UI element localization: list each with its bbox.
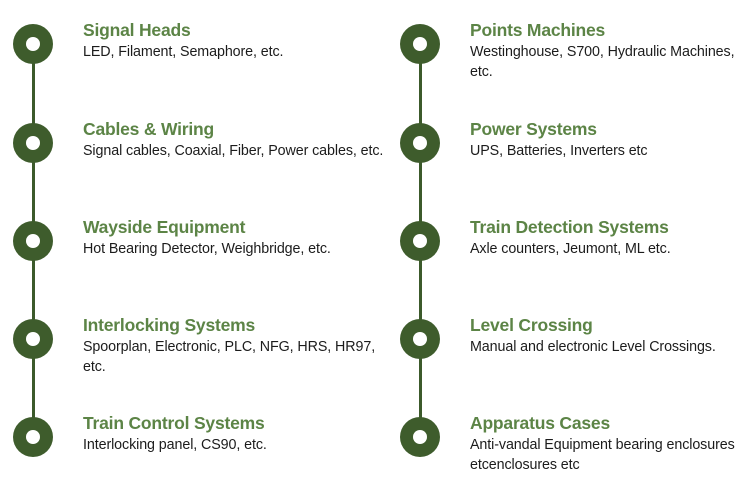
bullet-marker-icon xyxy=(13,417,53,457)
list-item-description: UPS, Batteries, Inverters etc xyxy=(470,143,648,159)
bullet-marker-hole xyxy=(26,234,40,248)
bullet-marker-icon xyxy=(13,319,53,359)
list-item-description: Axle counters, Jeumont, ML etc. xyxy=(470,241,671,257)
list-item-title: Train Control Systems xyxy=(83,413,265,433)
list-item-title: Train Detection Systems xyxy=(470,217,669,237)
bullet-marker-icon xyxy=(13,24,53,64)
left-column: Signal Heads LED, Filament, Semaphore, e… xyxy=(0,0,390,457)
list-item-text: Cables & Wiring Signal cables, Coaxial, … xyxy=(83,119,386,162)
bullet-marker-icon xyxy=(13,221,53,261)
list-item-description: Anti-vandal Equipment bearing enclosures… xyxy=(470,437,735,473)
list-item-text: Signal Heads LED, Filament, Semaphore, e… xyxy=(83,20,386,63)
list-item-text: Power Systems UPS, Batteries, Inverters … xyxy=(470,119,737,162)
list-item[interactable]: Apparatus Cases Anti-vandal Equipment be… xyxy=(387,393,741,491)
list-item-description: Spoorplan, Electronic, PLC, NFG, HRS, HR… xyxy=(83,339,376,375)
list-item-text: Level Crossing Manual and electronic Lev… xyxy=(470,315,737,358)
list-item-title: Apparatus Cases xyxy=(470,413,610,433)
list-item-description: Westinghouse, S700, Hydraulic Machines, … xyxy=(470,44,735,80)
list-item-title: Signal Heads xyxy=(83,20,191,40)
list-item-title: Power Systems xyxy=(470,119,597,139)
list-item-description: Hot Bearing Detector, Weighbridge, etc. xyxy=(83,241,331,257)
list-item[interactable]: Train Control Systems Interlocking panel… xyxy=(0,393,390,491)
bullet-marker-hole xyxy=(413,332,427,346)
bullet-marker-hole xyxy=(26,37,40,51)
list-item[interactable]: Points Machines Westinghouse, S700, Hydr… xyxy=(387,0,741,98)
bullet-marker-hole xyxy=(26,136,40,150)
bullet-marker-icon xyxy=(13,123,53,163)
list-item-text: Train Control Systems Interlocking panel… xyxy=(83,413,386,456)
list-item-title: Points Machines xyxy=(470,20,606,40)
bullet-marker-icon xyxy=(400,24,440,64)
list-item[interactable]: Power Systems UPS, Batteries, Inverters … xyxy=(387,99,741,197)
bullet-marker-icon xyxy=(400,221,440,261)
bullet-marker-hole xyxy=(26,430,40,444)
list-item-title: Interlocking Systems xyxy=(83,315,256,335)
list-item-description: Interlocking panel, CS90, etc. xyxy=(83,437,267,453)
bullet-marker-icon xyxy=(400,123,440,163)
list-item-text: Wayside Equipment Hot Bearing Detector, … xyxy=(83,217,386,260)
list-item-text: Interlocking Systems Spoorplan, Electron… xyxy=(83,315,386,377)
list-item-title: Level Crossing xyxy=(470,315,593,335)
list-item[interactable]: Signal Heads LED, Filament, Semaphore, e… xyxy=(0,0,390,98)
bullet-marker-hole xyxy=(413,37,427,51)
bullet-marker-hole xyxy=(413,234,427,248)
list-item-description: Signal cables, Coaxial, Fiber, Power cab… xyxy=(83,143,384,159)
bullet-marker-icon xyxy=(400,319,440,359)
list-item[interactable]: Train Detection Systems Axle counters, J… xyxy=(387,197,741,295)
list-item-description: Manual and electronic Level Crossings. xyxy=(470,339,716,355)
list-item-text: Points Machines Westinghouse, S700, Hydr… xyxy=(470,20,737,82)
list-item[interactable]: Interlocking Systems Spoorplan, Electron… xyxy=(0,295,390,393)
list-item-description: LED, Filament, Semaphore, etc. xyxy=(83,44,284,60)
bullet-marker-hole xyxy=(413,136,427,150)
list-item[interactable]: Cables & Wiring Signal cables, Coaxial, … xyxy=(0,99,390,197)
list-item-title: Cables & Wiring xyxy=(83,119,215,139)
list-item-text: Train Detection Systems Axle counters, J… xyxy=(470,217,737,260)
bullet-marker-hole xyxy=(26,332,40,346)
list-item-title: Wayside Equipment xyxy=(83,217,246,237)
right-column: Points Machines Westinghouse, S700, Hydr… xyxy=(387,0,741,486)
list-item-text: Apparatus Cases Anti-vandal Equipment be… xyxy=(470,413,737,475)
bullet-marker-hole xyxy=(413,430,427,444)
list-item[interactable]: Wayside Equipment Hot Bearing Detector, … xyxy=(0,197,390,295)
list-item[interactable]: Level Crossing Manual and electronic Lev… xyxy=(387,295,741,393)
bullet-marker-icon xyxy=(400,417,440,457)
